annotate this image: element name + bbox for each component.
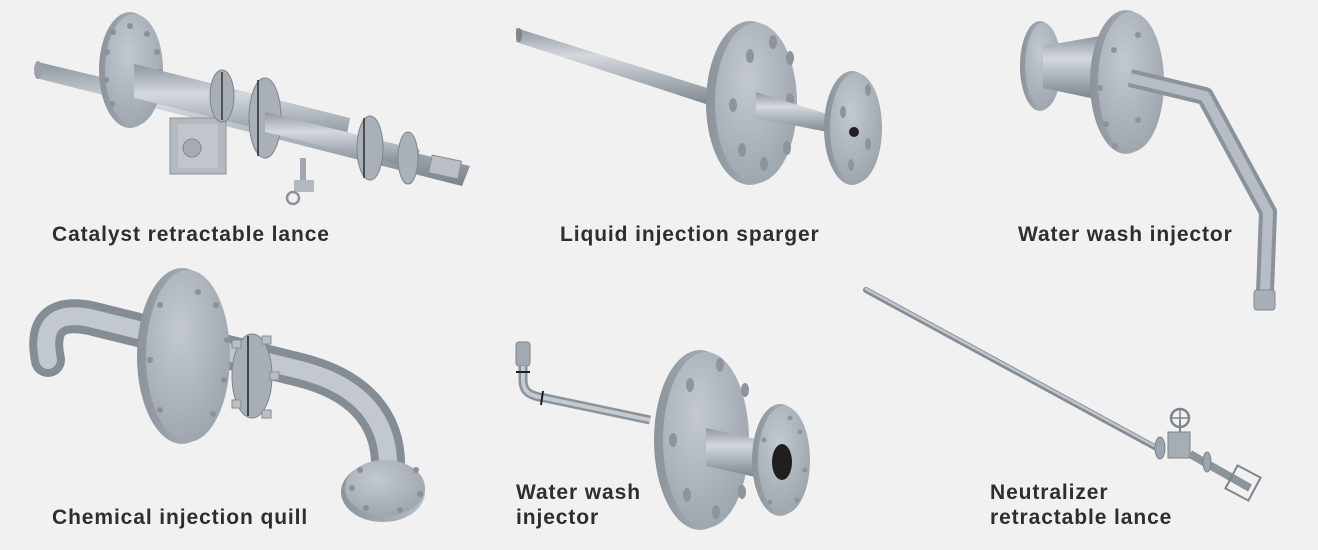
sparger-two-flanges-illustration <box>516 21 882 185</box>
product-label-water-wash-injector-elbow: Water wash injector <box>516 481 641 529</box>
product-label-chemical-injection-quill: Chemical injection quill <box>52 506 309 529</box>
elbow-tip-injector-illustration <box>515 341 810 530</box>
bent-pipe-injector-illustration <box>1020 10 1277 311</box>
product-label-liquid-injection-sparger: Liquid injection sparger <box>560 223 820 246</box>
long-lance-with-valve-illustration <box>863 287 1262 502</box>
product-label-catalyst-retractable-lance: Catalyst retractable lance <box>52 223 330 246</box>
curved-quill-flanged-illustration <box>29 268 425 522</box>
retractable-lance-with-gearbox-illustration <box>34 12 470 206</box>
product-label-water-wash-injector-bent: Water wash injector <box>1018 223 1233 246</box>
product-label-neutralizer-retractable-lance: Neutralizer retractable lance <box>990 481 1173 529</box>
